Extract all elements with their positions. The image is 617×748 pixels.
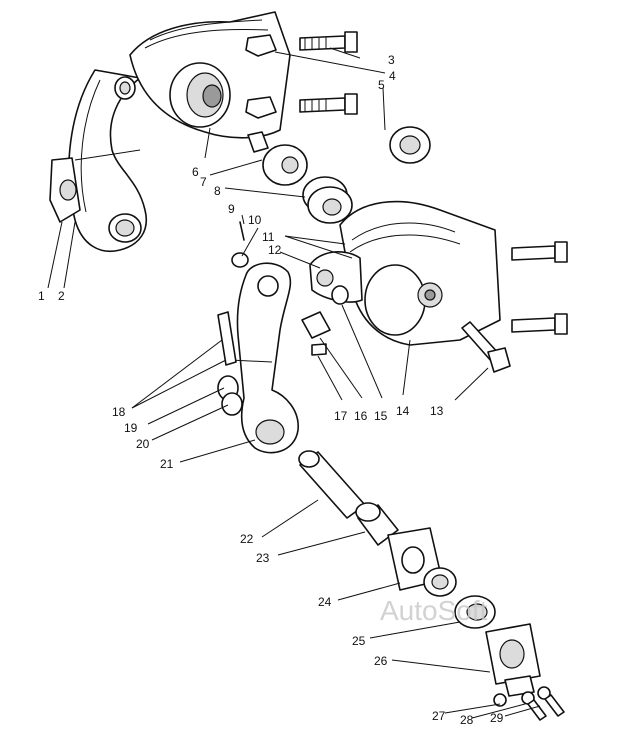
part-14-right-mount <box>339 200 501 346</box>
callout-24: 24 <box>318 595 332 609</box>
callout-21: 21 <box>160 457 174 471</box>
callout-6: 6 <box>192 165 199 179</box>
callout-5: 5 <box>378 78 385 92</box>
callout-10: 10 <box>248 213 262 227</box>
leader-lines <box>47 47 541 719</box>
part-1-washer-plate <box>49 157 81 223</box>
callout-3: 3 <box>388 53 395 67</box>
callout-4: 4 <box>389 69 396 83</box>
callout-18: 18 <box>112 405 126 419</box>
part-24-bracket <box>387 527 457 597</box>
part-18-19-20-pins <box>217 311 243 416</box>
callout-27: 27 <box>432 709 446 723</box>
part-26-bracket-plate <box>485 623 541 685</box>
part-8-rubber-bushing <box>302 176 353 224</box>
callout-11: 11 <box>262 230 275 244</box>
part-12-link-plate <box>309 251 363 303</box>
callout-labels: 1 2 3 4 5 6 7 8 9 10 11 12 13 14 15 16 1… <box>38 53 504 727</box>
part-5-bolt-and-bushing <box>245 93 431 164</box>
callout-13: 13 <box>430 404 444 418</box>
callout-12: 12 <box>268 243 282 257</box>
callout-28: 28 <box>460 713 474 727</box>
callout-9: 9 <box>228 202 235 216</box>
callout-14: 14 <box>396 404 410 418</box>
part-3-bolt <box>299 31 358 53</box>
callout-1: 1 <box>38 289 45 303</box>
watermark-text: AutoSoft <box>380 595 488 626</box>
callout-29: 29 <box>490 711 504 725</box>
part-21-link-arm <box>229 262 299 454</box>
part-9-10-pin-washer <box>231 221 249 268</box>
part-15-16-17-small-parts <box>301 285 349 356</box>
part-22-pin <box>298 450 366 519</box>
part-27-28-29-fasteners <box>493 675 565 721</box>
part-7-washer <box>247 131 308 186</box>
callout-22: 22 <box>240 532 254 546</box>
callout-19: 19 <box>124 421 138 435</box>
part-13-bolt <box>461 321 511 373</box>
callout-7: 7 <box>200 175 207 189</box>
callout-16: 16 <box>354 409 368 423</box>
callout-26: 26 <box>374 654 388 668</box>
callout-25: 25 <box>352 634 366 648</box>
part-25-washer <box>454 595 496 629</box>
callout-2: 2 <box>58 289 65 303</box>
callout-15: 15 <box>374 409 388 423</box>
part-4-nut <box>245 34 277 57</box>
callout-17: 17 <box>334 409 348 423</box>
callout-23: 23 <box>256 551 270 565</box>
right-bolts <box>511 241 568 335</box>
callout-20: 20 <box>136 437 150 451</box>
callout-8: 8 <box>214 184 221 198</box>
